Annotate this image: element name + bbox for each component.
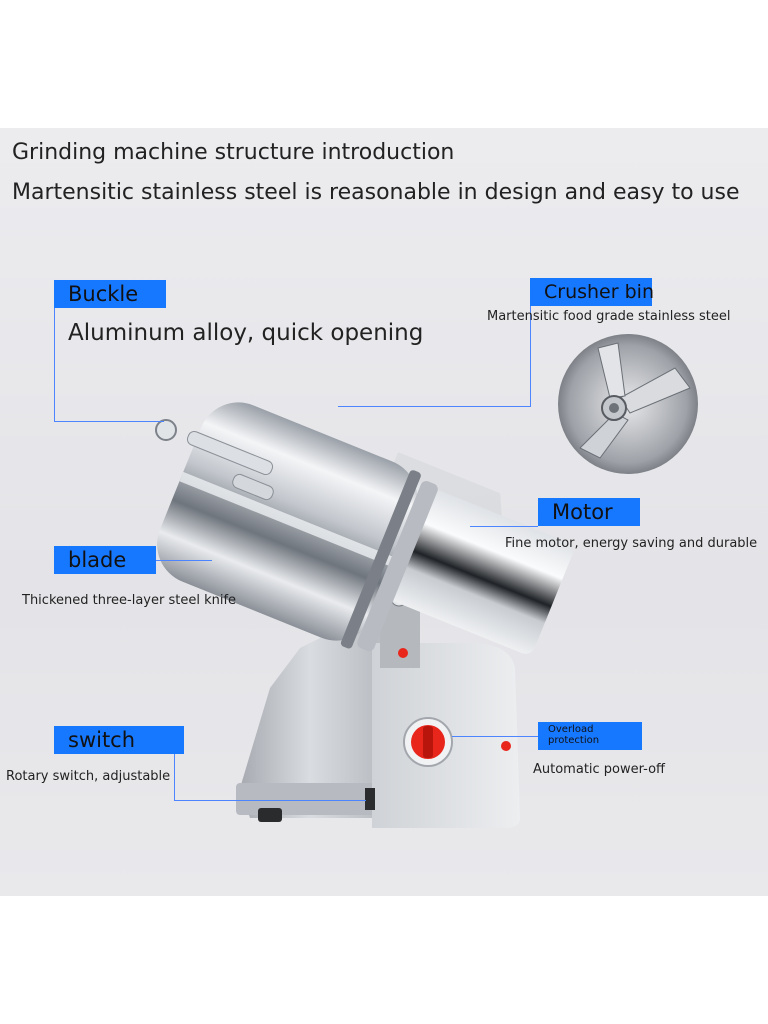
buckle-leader-horizontal (54, 421, 164, 422)
buckle-leader-vertical (54, 296, 55, 422)
overload-description: Automatic power-off (533, 762, 665, 777)
heading-subtitle: Martensitic stainless steel is reasonabl… (12, 180, 740, 205)
motor-leader (470, 526, 538, 527)
switch-leader-horizontal (174, 800, 366, 801)
motor-tag: Motor (538, 498, 640, 526)
machine-base (236, 578, 520, 828)
motor-description: Fine motor, energy saving and durable (505, 536, 758, 551)
control-panel (398, 648, 511, 767)
blade-leader (156, 560, 212, 561)
crusher-bin-tag: Crusher bin (530, 278, 654, 306)
blade-description: Thickened three-layer steel knife (22, 593, 237, 608)
switch-tag: switch (54, 726, 184, 754)
overload-leader (452, 736, 538, 737)
crusher-leader-horizontal (338, 406, 531, 407)
heading-title: Grinding machine structure introduction (12, 140, 455, 165)
blade-tag: blade (54, 546, 156, 574)
buckle-tag: Buckle (54, 280, 166, 308)
buckle-clamp (155, 419, 274, 501)
blade-inset-photo (558, 334, 698, 474)
switch-description: Rotary switch, adjustable (6, 769, 171, 784)
overload-protection-tag: Overload protection (538, 722, 642, 750)
grinder-machine-illustration (155, 334, 698, 828)
product-infographic-panel: Grinding machine structure introduction … (0, 128, 768, 896)
buckle-description: Aluminum alloy, quick opening (68, 320, 424, 346)
switch-leader-vertical (174, 728, 175, 800)
crusher-bin-description: Martensitic food grade stainless steel (487, 309, 731, 324)
crusher-leader-vertical (530, 296, 531, 406)
crusher-bin (157, 402, 438, 652)
